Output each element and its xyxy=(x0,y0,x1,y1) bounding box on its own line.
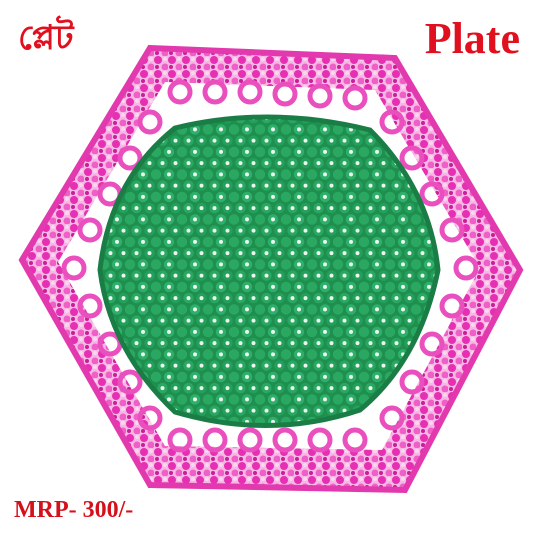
scallop-loops xyxy=(61,79,479,453)
green-center xyxy=(97,114,441,428)
title-english: Plate xyxy=(424,14,520,63)
price-label: MRP- 300/- xyxy=(14,497,134,523)
title-bengali: প্লেট xyxy=(18,18,74,58)
